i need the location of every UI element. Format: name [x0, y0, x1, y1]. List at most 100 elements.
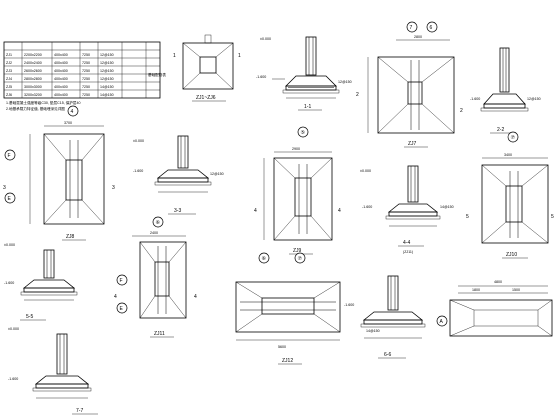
section-3-3: ±0.000 -1.600 12@150 3-3 — [133, 135, 224, 215]
table-cell: 2200x2200 — [24, 53, 42, 57]
elev-label: ±0.000 — [133, 139, 144, 143]
sec55-title: 5-5 — [26, 314, 33, 320]
zj12-title: ZJ12 — [282, 358, 293, 364]
elev-label: ±0.000 — [8, 327, 19, 331]
table-cell: 3000x3000 — [24, 85, 42, 89]
table-row: ZJ6 — [6, 93, 12, 97]
table-cell: 400x400 — [54, 69, 68, 73]
table-cell: 7250 — [82, 77, 90, 81]
table-cell: 400x400 — [54, 77, 68, 81]
sec44-sub: (ZJ11) — [403, 250, 413, 254]
rebar-label: 12@150 — [210, 172, 224, 176]
elev-label: ±0.000 — [360, 169, 371, 173]
svg-text:E: E — [120, 306, 124, 312]
svg-text:⑥: ⑥ — [262, 256, 267, 262]
elev-label: -1.600 — [4, 281, 14, 285]
dim-label: 3700 — [64, 121, 72, 125]
zj9-plan: ⑤ 2900 4 4 ZJ9 — [254, 126, 341, 255]
elev-label: -1.600 — [344, 303, 354, 307]
elev-label: ±0.000 — [260, 37, 271, 41]
table-cell: 400x400 — [54, 53, 68, 57]
table-cell: 7250 — [82, 53, 90, 57]
svg-text:4: 4 — [338, 208, 341, 214]
svg-text:4: 4 — [114, 294, 117, 300]
table-cell: 12@150 — [100, 69, 114, 73]
foundation-schedule-table: ZJ1 2200x2200 400x400 7250 12@150 ZJ2 24… — [3, 41, 166, 99]
section-7-7: ±0.000 -1.600 7-7 — [8, 327, 98, 415]
note-line: 1.基础混凝土强度等级C30, 垫层C15, 保护层40 — [6, 100, 81, 105]
table-cell: 400x400 — [54, 85, 68, 89]
svg-text:1: 1 — [173, 53, 176, 59]
sec22-title: 2-2 — [497, 127, 504, 133]
dim-label: 2900 — [292, 147, 300, 151]
section-1-1: ±0.000 -1.600 12@150 1-1 — [256, 36, 352, 111]
sec11-title: 1-1 — [304, 104, 311, 110]
table-cell: 12@150 — [100, 77, 114, 81]
sec77-title: 7-7 — [76, 408, 83, 414]
svg-text:⑦: ⑦ — [298, 256, 303, 262]
note-line: 2.地基承载力特征值, 基础埋深见详图 — [6, 106, 65, 111]
rebar-label: 12@150 — [527, 97, 541, 101]
table-row: ZJ3 — [6, 69, 12, 73]
zj10-plan: ⑦ 3400 5 5 ZJ10 — [466, 131, 554, 259]
axis-4-label: 4 — [71, 109, 74, 115]
svg-text:⑦: ⑦ — [511, 135, 516, 141]
svg-text:⑥: ⑥ — [156, 220, 161, 226]
svg-text:1: 1 — [238, 53, 241, 59]
axis-F-label: F — [8, 153, 11, 159]
table-row: ZJ5 — [6, 85, 12, 89]
rebar-label: 12@150 — [338, 80, 352, 84]
table-cell: 14@150 — [100, 85, 114, 89]
axis-6-label: 6 — [430, 25, 433, 31]
table-cell: 7250 — [82, 69, 90, 73]
svg-text:⑤: ⑤ — [301, 130, 306, 136]
elev-label: -1.600 — [470, 97, 480, 101]
dim-label: 1500 — [512, 288, 520, 292]
elev-label: -1.600 — [133, 169, 143, 173]
table-cell: 400x400 — [54, 93, 68, 97]
axis-E-label: E — [8, 196, 12, 202]
rebar-label: 14@150 — [366, 329, 380, 333]
table-row: ZJ1 — [6, 53, 12, 57]
table-cell: 12@150 — [100, 61, 114, 65]
zj7-title: ZJ7 — [408, 141, 417, 147]
zj1-zj6-plan: 1 1 ZJ1~ZJ6 — [173, 34, 241, 102]
zj1-zj6-title: ZJ1~ZJ6 — [196, 95, 216, 101]
table-cell: 3200x3200 — [24, 93, 42, 97]
section-6-6: -1.600 14@150 6-6 — [344, 275, 426, 359]
table-cell: 2600x2600 — [24, 69, 42, 73]
zj12-plan: ⑥ ⑦ 5600 ZJ12 — [235, 252, 341, 365]
svg-text:3: 3 — [112, 185, 115, 191]
zj10-title: ZJ10 — [506, 252, 517, 258]
dim-label: 2800 — [414, 35, 422, 39]
zj9-title: ZJ9 — [293, 248, 302, 254]
zj11-title: ZJ11 — [154, 331, 165, 337]
dim-label: 1800 — [472, 288, 480, 292]
table-cell: 7250 — [82, 85, 90, 89]
dim-label: 2400 — [150, 231, 158, 235]
svg-text:3: 3 — [3, 185, 6, 191]
table-cell: 14@150 — [100, 93, 114, 97]
zj7-plan: 7 6 2800 2 2 ZJ7 — [356, 21, 463, 148]
dim-label: 5600 — [278, 345, 286, 349]
table-cell: 2800x2800 — [24, 77, 42, 81]
table-cell: 7250 — [82, 61, 90, 65]
strip-footing-detail: 4800 1800 1500 A — [436, 280, 553, 337]
svg-text:4: 4 — [194, 294, 197, 300]
table-cell: 2400x2400 — [24, 61, 42, 65]
svg-text:F: F — [120, 278, 123, 284]
svg-text:2: 2 — [460, 108, 463, 114]
zj11-plan: ⑥ 2400 F E 4 4 ZJ11 — [114, 216, 197, 338]
table-cell: 12@150 — [100, 53, 114, 57]
table-cell: 7250 — [82, 93, 90, 97]
sec44-title: 4-4 — [403, 240, 410, 246]
elev-label: -1.600 — [8, 377, 18, 381]
elev-label: ±0.000 — [4, 243, 15, 247]
axis-A-label: A — [440, 319, 444, 325]
elev-label: -1.600 — [362, 205, 372, 209]
zj8-plan: 4 3700 F E 3 3 ZJ8 — [3, 105, 115, 241]
section-2-2: -1.600 12@150 2-2 — [470, 47, 541, 134]
elev-label: -1.600 — [256, 75, 266, 79]
rebar-label: 14@150 — [440, 205, 454, 209]
